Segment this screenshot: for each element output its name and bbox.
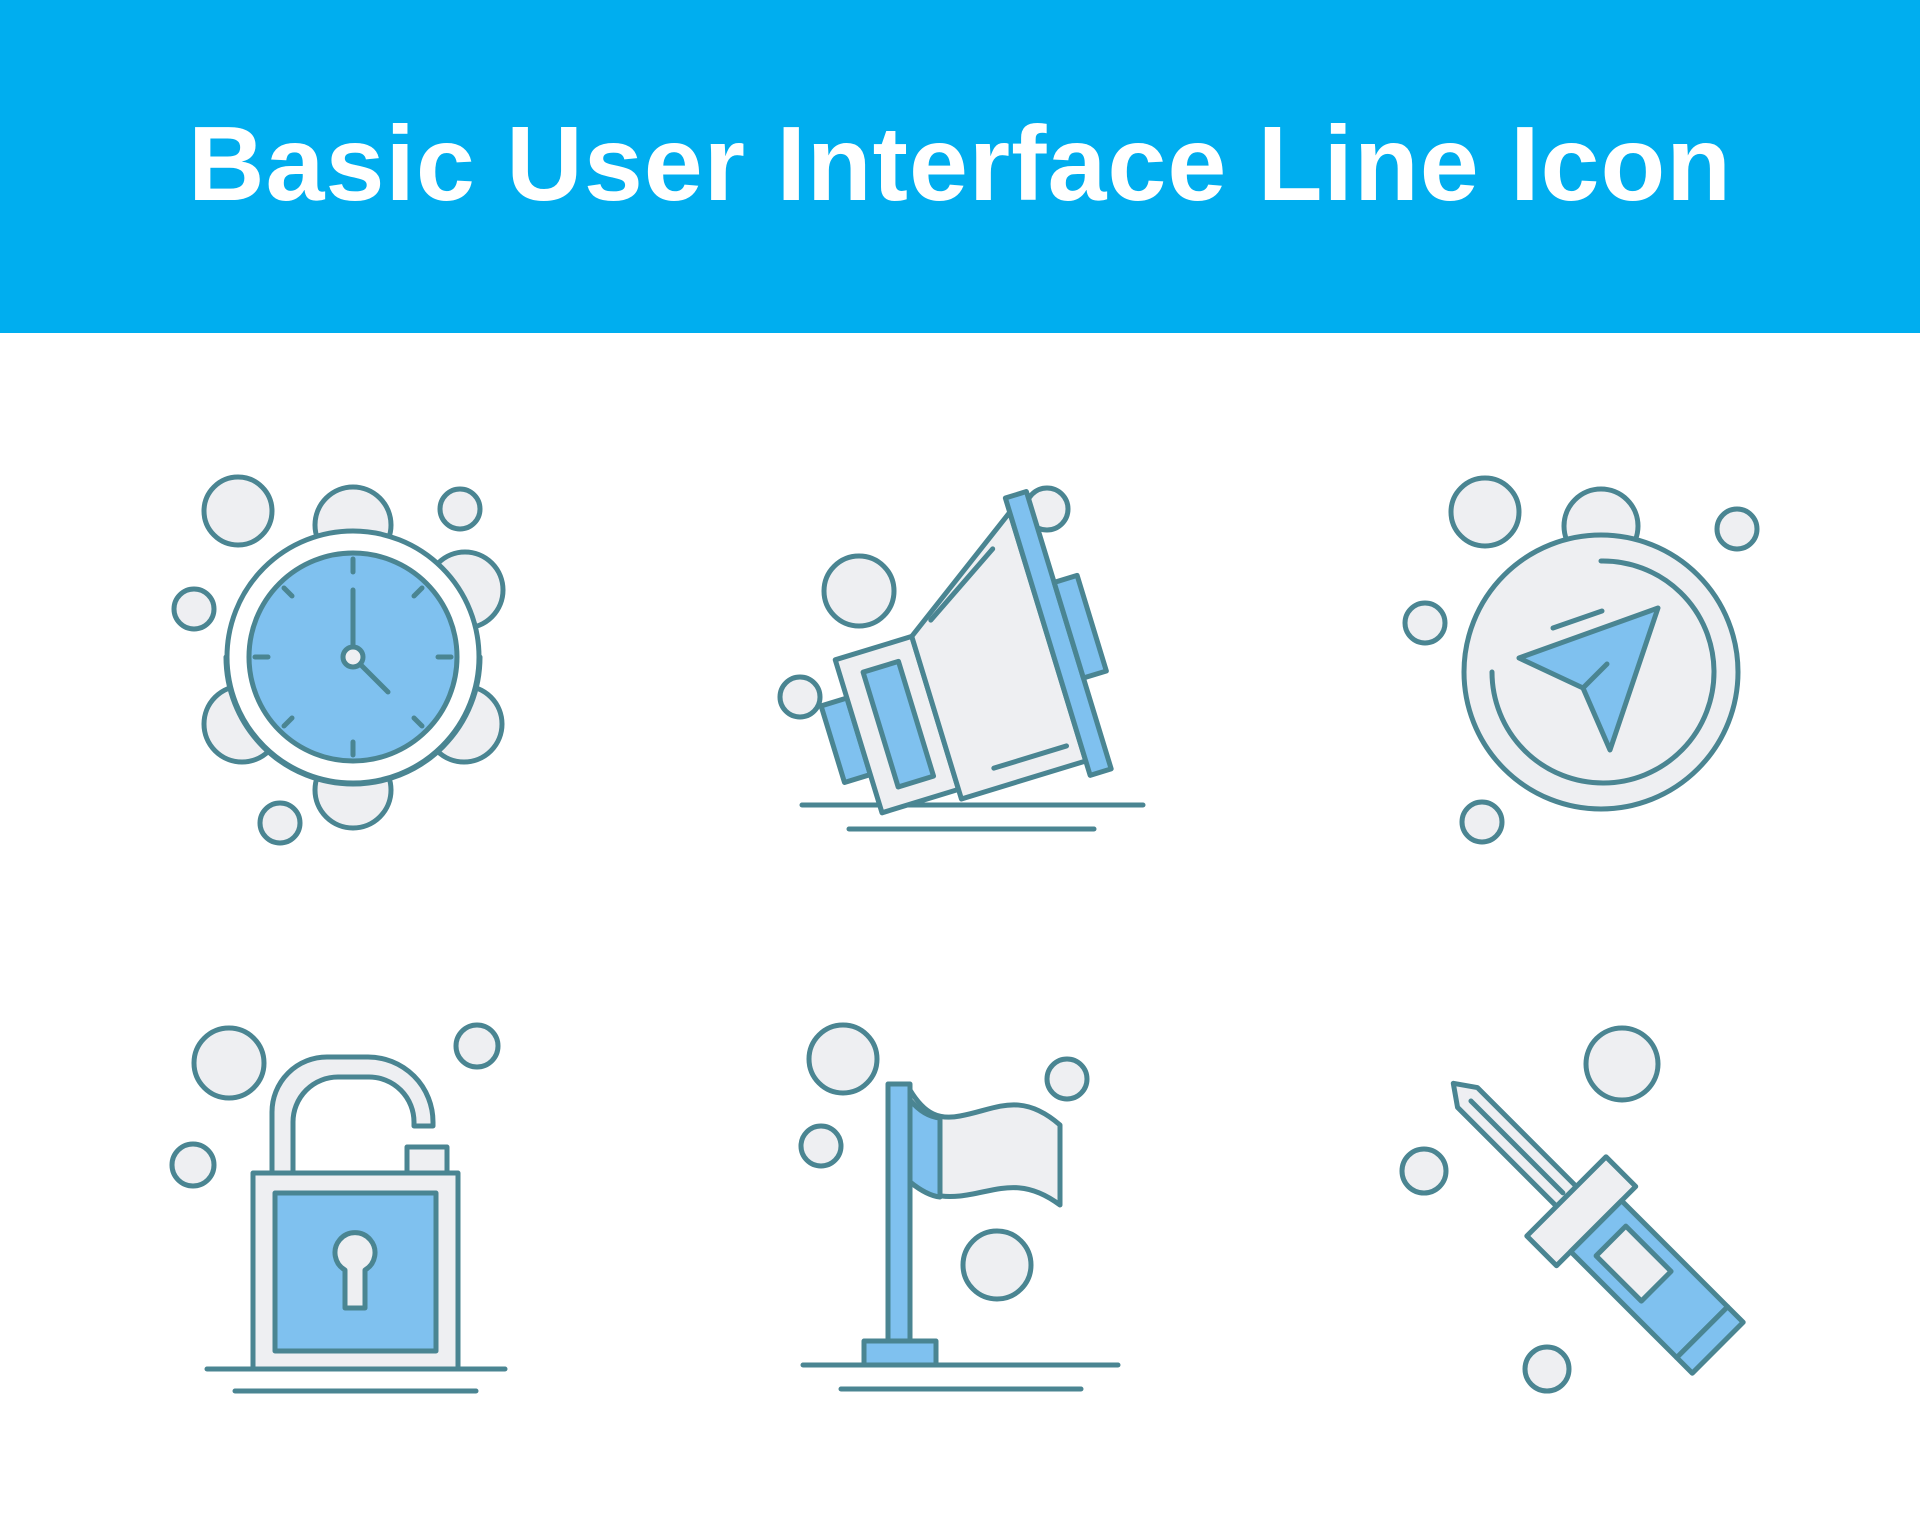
title-banner: Basic User Interface Line Icon: [0, 0, 1920, 333]
page-title: Basic User Interface Line Icon: [187, 105, 1733, 223]
unlock-icon: [169, 1022, 508, 1394]
icon-grid: [169, 474, 1760, 1394]
flag-icon: [798, 1022, 1121, 1392]
megaphone-icon: [777, 485, 1146, 832]
screwdriver-icon: [1399, 1025, 1746, 1394]
compass-icon: [1402, 475, 1760, 845]
clock-icon: [171, 474, 506, 846]
